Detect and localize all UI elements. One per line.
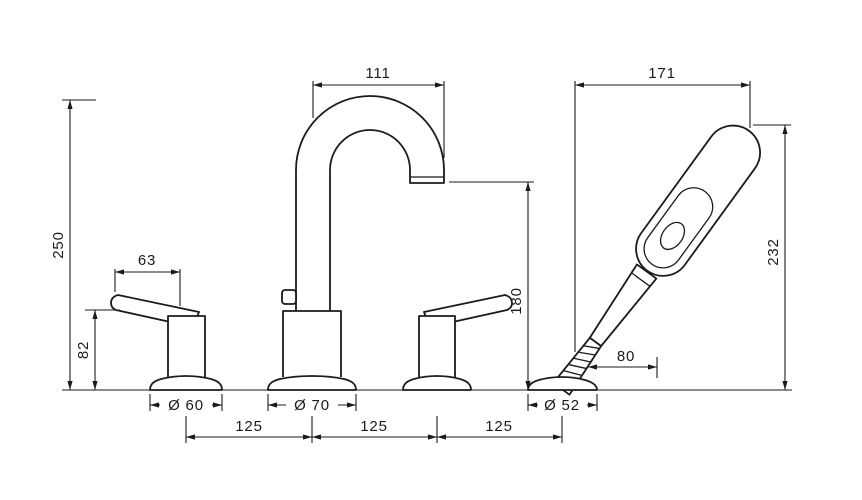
dim-label-shower-hose-offset: 80 <box>617 348 635 365</box>
hatch-line <box>583 345 600 350</box>
hatch-line <box>573 357 591 363</box>
dim-label-shower-reach: 171 <box>648 65 675 82</box>
dim-shower-reach: 171 <box>574 65 751 352</box>
dim-label-spout-base-diameter: Ø 70 <box>294 397 330 414</box>
dim-spout-base-diameter: Ø 70 <box>267 394 357 414</box>
dim-spout-outlet-height: 180 <box>449 181 534 390</box>
arrowhead <box>92 381 98 390</box>
dim-label-hole-spacing-right: 125 <box>485 418 512 435</box>
dim-label-shower-base-diameter: Ø 52 <box>544 397 580 414</box>
dim-label-hole-spacing-center: 125 <box>360 418 387 435</box>
arrowhead <box>115 269 124 275</box>
dim-label-handle-length: 63 <box>138 252 156 269</box>
arrowhead <box>313 82 322 88</box>
arrowhead <box>67 381 73 390</box>
right-handle <box>402 294 513 391</box>
arrowhead <box>648 364 657 370</box>
dim-label-spout-reach: 111 <box>365 65 390 82</box>
dim-shower-overall-height: 232 <box>753 124 791 390</box>
arrowhead <box>428 434 437 440</box>
dim-handle-length: 63 <box>114 252 181 306</box>
hand-shower <box>527 124 761 396</box>
dim-handle-height: 82 <box>75 309 120 390</box>
shower-face-center <box>659 221 686 251</box>
shower-head <box>635 124 761 277</box>
arrowhead <box>435 82 444 88</box>
arrowhead <box>437 434 446 440</box>
arrowhead <box>782 125 788 134</box>
arrowhead <box>525 182 531 191</box>
spout-escutcheon <box>267 375 357 391</box>
diverter-knob <box>281 289 297 305</box>
arrowhead <box>213 402 222 408</box>
dim-label-shower-overall-height: 232 <box>765 238 782 265</box>
dim-label-spout-outlet-height: 180 <box>508 287 525 314</box>
shower-handle <box>588 263 658 347</box>
spout-tube <box>295 95 445 311</box>
arrowhead <box>268 402 277 408</box>
arrowhead <box>303 434 312 440</box>
shower-face-outline <box>643 187 714 269</box>
dim-label-overall-height: 250 <box>50 231 67 258</box>
hatch-line <box>563 369 583 377</box>
dim-label-handle-base-diameter: Ø 60 <box>168 397 204 414</box>
hand-shower-rotated <box>552 124 761 396</box>
left-handle-body <box>167 315 206 377</box>
arrowhead <box>782 381 788 390</box>
arrowhead <box>150 402 159 408</box>
dim-shower-base-diameter: Ø 52 <box>527 394 598 414</box>
left-handle <box>110 294 223 391</box>
arrowhead <box>92 310 98 319</box>
dim-label-hole-spacing-left: 125 <box>235 418 262 435</box>
spout-body <box>282 310 342 377</box>
hatch-line <box>579 351 595 356</box>
dim-shower-hose-offset: 80 <box>588 348 658 378</box>
dim-overall-height: 250 <box>50 99 96 390</box>
arrowhead <box>186 434 195 440</box>
hatch-line <box>568 364 587 370</box>
dim-label-handle-height: 82 <box>75 341 92 359</box>
arrowhead <box>588 364 597 370</box>
shower-base-escutcheon <box>527 376 598 391</box>
dim-spout-reach: 111 <box>312 65 445 158</box>
arrowhead <box>588 402 597 408</box>
arrowhead <box>575 82 584 88</box>
right-handle-body <box>418 315 456 377</box>
arrowhead <box>741 82 750 88</box>
arrowhead <box>312 434 321 440</box>
arrowhead <box>528 402 537 408</box>
arrowhead <box>347 402 356 408</box>
spout <box>267 95 445 391</box>
arrowhead <box>67 100 73 109</box>
shower-handle-ring <box>631 272 651 287</box>
dim-handle-base-diameter: Ø 60 <box>149 394 223 414</box>
right-handle-escutcheon <box>402 375 472 391</box>
dim-hole-spacing: 125 125 125 <box>185 416 563 443</box>
left-handle-escutcheon <box>149 375 223 391</box>
arrowhead <box>553 434 562 440</box>
arrowhead <box>525 381 531 390</box>
arrowhead <box>171 269 180 275</box>
